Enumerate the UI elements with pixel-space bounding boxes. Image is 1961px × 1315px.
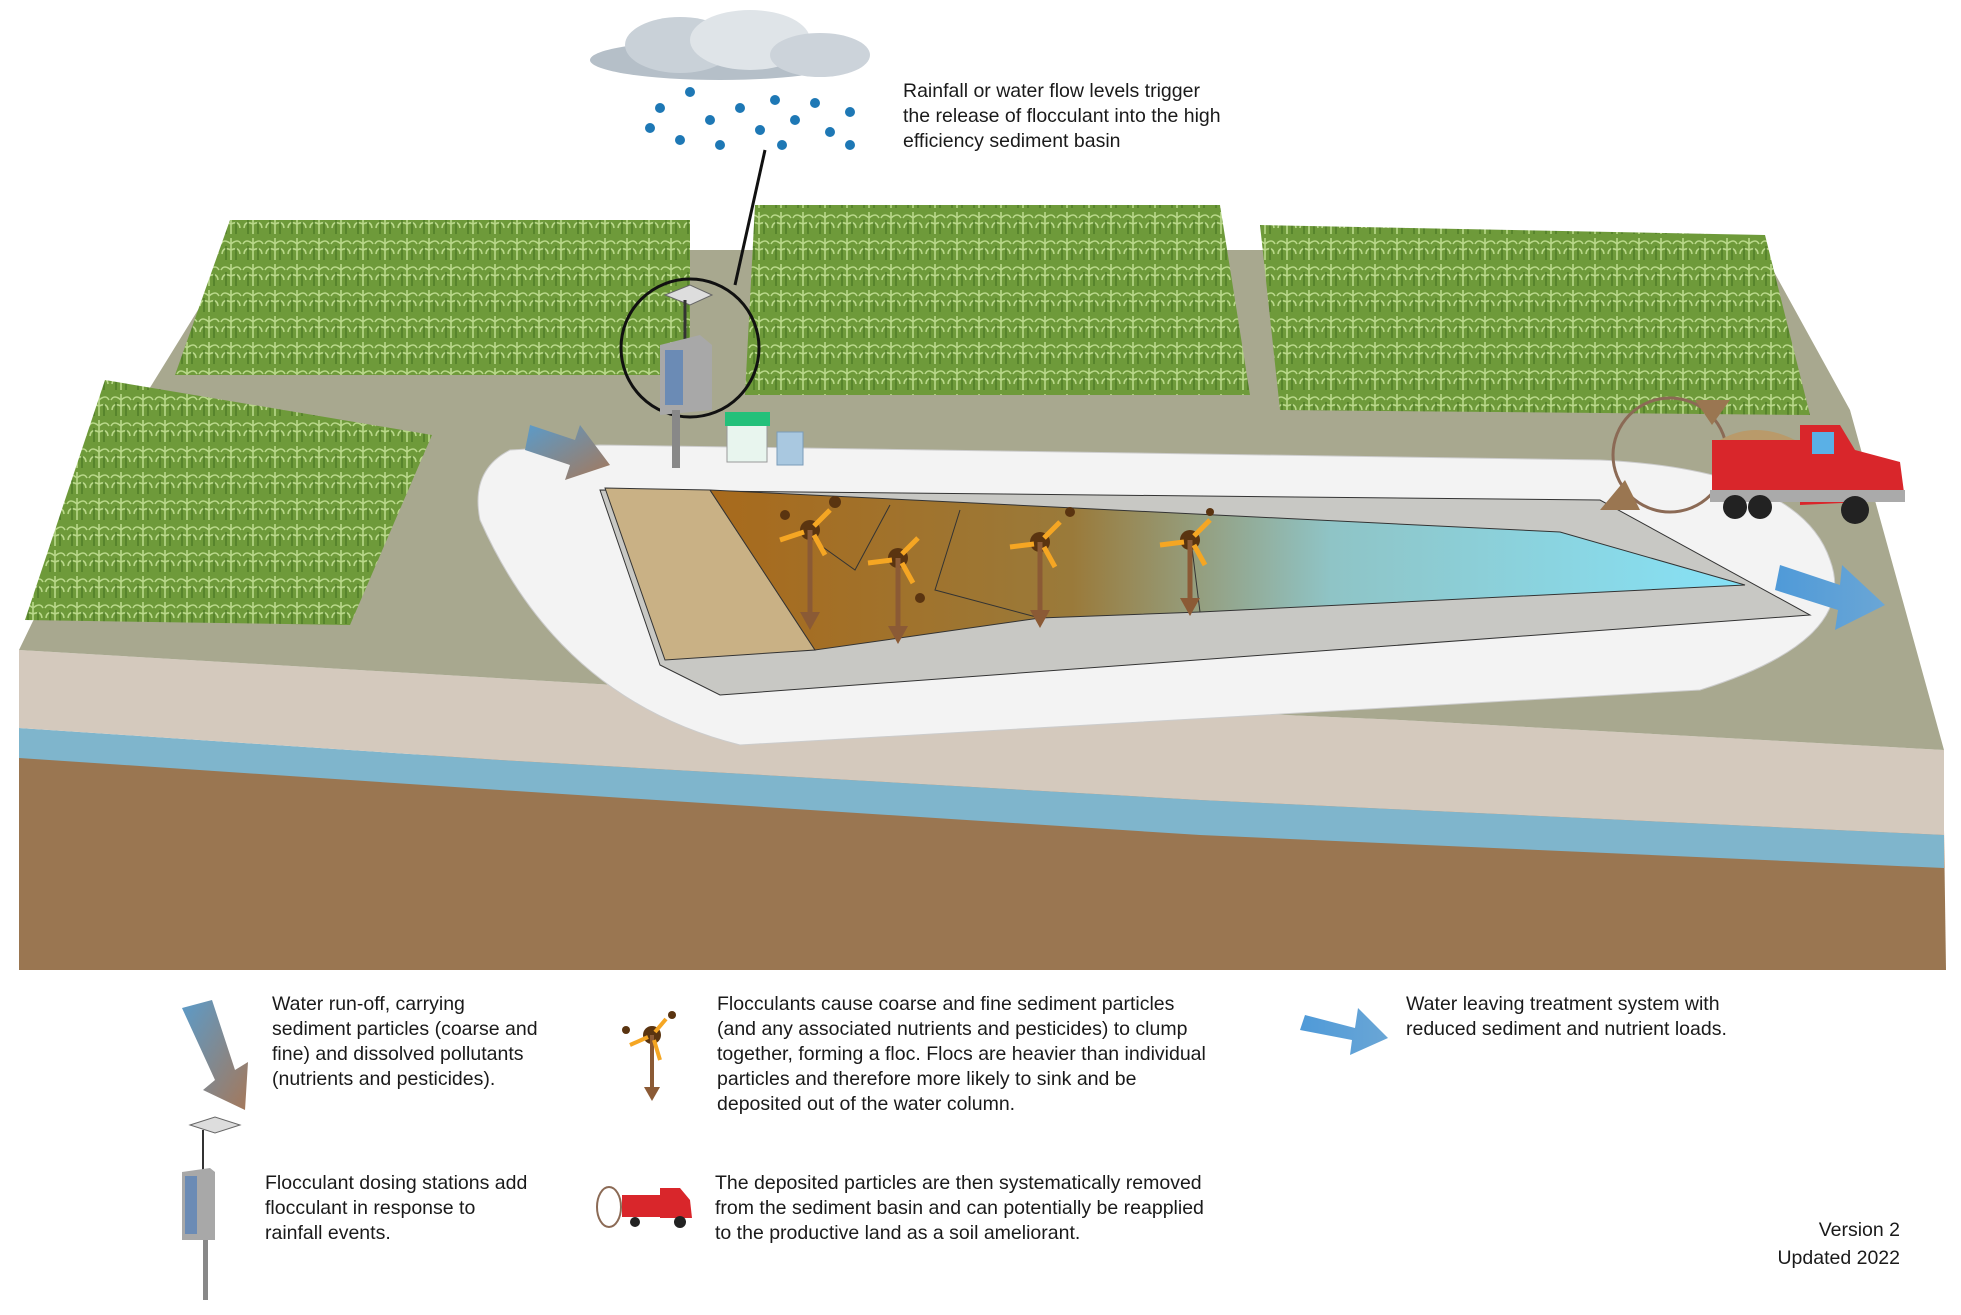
callout-circle	[619, 277, 761, 419]
legend-outflow-text: Water leaving treatment system with redu…	[1406, 992, 1727, 1042]
legend-line: flocculant in response to	[265, 1197, 476, 1219]
truck-icon	[596, 1186, 692, 1228]
rain-cloud-icon	[590, 10, 870, 150]
runoff-arrow-icon	[525, 425, 610, 480]
dosing-station-icon	[182, 1116, 242, 1300]
legend-line: Water leaving treatment system with	[1406, 993, 1720, 1015]
dosing-station	[619, 149, 804, 468]
legend-line: Flocculants cause coarse and fine sedime…	[717, 993, 1175, 1015]
legend-dosing-text: Flocculant dosing stations add flocculan…	[265, 1171, 527, 1246]
groundwater-layer	[19, 728, 1944, 868]
legend-line: deposited out of the water column.	[717, 1093, 1016, 1115]
legend-line: Flocculant dosing stations add	[265, 1172, 528, 1194]
legend-line: to the productive land as a soil amelior…	[715, 1222, 1081, 1244]
legend-line: particles and therefore more likely to s…	[717, 1068, 1137, 1090]
legend-line: from the sediment basin and can potentia…	[715, 1197, 1204, 1219]
version-label: Version 2	[1818, 1219, 1900, 1241]
caption-line: Rainfall or water flow levels trigger	[903, 80, 1200, 102]
surface-edge-layer	[19, 650, 1944, 835]
floc-markers	[779, 496, 1214, 644]
legend-line: fine) and dissolved pollutants	[272, 1043, 524, 1065]
rainfall-trigger-caption: Rainfall or water flow levels trigger th…	[903, 79, 1221, 154]
floc-icon	[867, 536, 925, 644]
legend-line: (nutrients and pesticides).	[272, 1068, 496, 1090]
floc-icon	[779, 496, 841, 630]
legend-removal-text: The deposited particles are then systema…	[715, 1171, 1204, 1246]
runoff-arrow-icon	[182, 1000, 248, 1110]
crop-field	[745, 205, 1250, 395]
outflow-arrow-icon	[1300, 1008, 1388, 1055]
legend-line: sediment particles (coarse and	[272, 1018, 538, 1040]
version-info: Version 2 Updated 2022	[1777, 1216, 1900, 1272]
legend-line: Water run-off, carrying	[272, 993, 465, 1015]
crop-field	[175, 220, 690, 375]
crop-fields	[25, 205, 1810, 625]
floc-icon	[622, 1011, 676, 1101]
outflow-arrow-icon	[1775, 565, 1885, 630]
caption-line: efficiency sediment basin	[903, 130, 1121, 152]
legend-line: together, forming a floc. Flocs are heav…	[717, 1043, 1206, 1065]
legend-line: (and any associated nutrients and pestic…	[717, 1018, 1188, 1040]
updated-label: Updated 2022	[1777, 1247, 1900, 1269]
legend-line: reduced sediment and nutrient loads.	[1406, 1018, 1727, 1040]
crop-field	[25, 380, 432, 625]
crop-field	[1260, 225, 1810, 415]
legend-line: rainfall events.	[265, 1222, 391, 1244]
legend-floc-text: Flocculants cause coarse and fine sedime…	[717, 992, 1206, 1117]
floc-icon	[1009, 507, 1075, 628]
floc-icon	[1159, 508, 1214, 616]
legend-runoff-text: Water run-off, carrying sediment particl…	[272, 992, 538, 1092]
truck-icon	[1600, 396, 1905, 524]
legend-line: The deposited particles are then systema…	[715, 1172, 1202, 1194]
brown-soil-layer	[19, 735, 1946, 970]
caption-line: the release of flocculant into the high	[903, 105, 1221, 127]
